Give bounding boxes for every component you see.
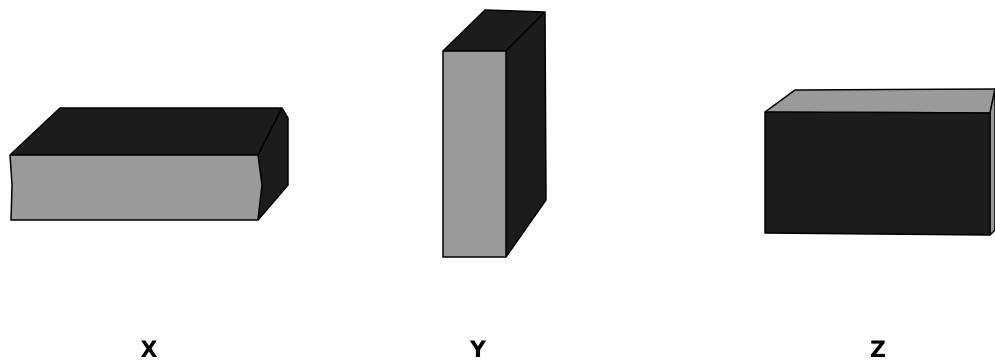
block-y-side-face	[506, 12, 546, 257]
block-x-top-face	[10, 108, 282, 155]
block-z-top-face	[765, 89, 995, 113]
block-y	[443, 10, 546, 257]
block-z-front-face	[765, 112, 990, 235]
block-x	[10, 108, 288, 220]
block-z	[765, 89, 995, 235]
label-x: X	[141, 338, 158, 362]
block-x-front-face	[10, 155, 262, 220]
label-z: Z	[870, 338, 886, 362]
label-y: Y	[469, 338, 487, 362]
block-y-front-face	[443, 51, 506, 257]
